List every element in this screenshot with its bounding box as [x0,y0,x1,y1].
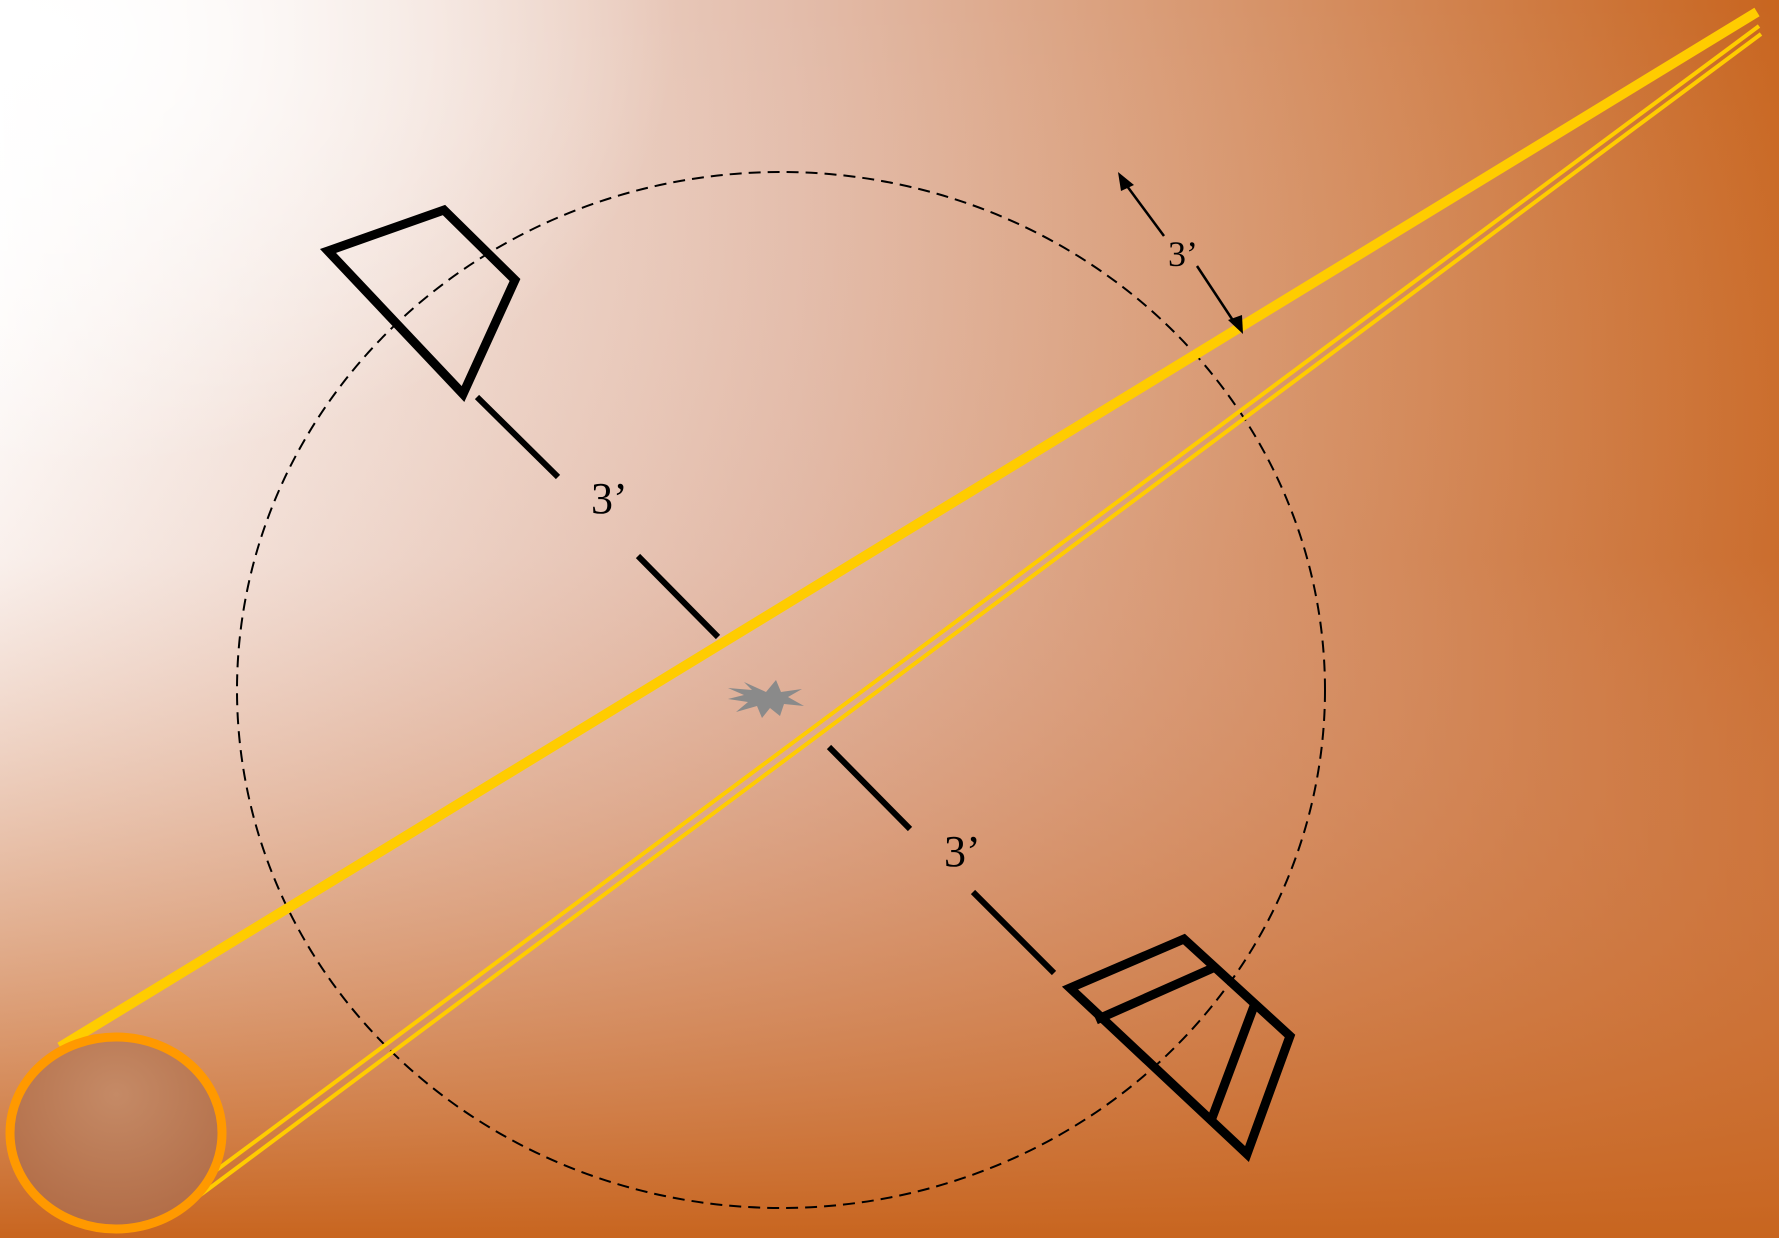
upper-distance-label: 3’ [591,474,628,523]
lower-distance-label: 3’ [944,827,981,876]
edge-clearance-label: 3’ [1168,234,1198,274]
sun-icon [10,1037,222,1229]
